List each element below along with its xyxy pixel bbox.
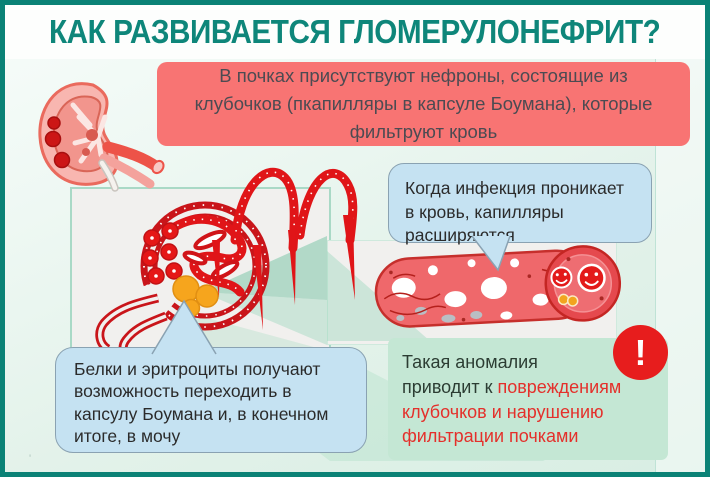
- speech-bubble-infection-text: Когда инфекция проникает в кровь, капилл…: [405, 178, 625, 246]
- warning-line1: Такая аномалия: [402, 352, 538, 372]
- capillary-panel: [327, 240, 617, 345]
- exclamation-icon: !: [613, 325, 668, 380]
- warning-highlight: повреждениям клубочков и нарушению фильт…: [402, 376, 622, 447]
- glomerulus-panel: [70, 187, 331, 350]
- intro-box: В почках присутствуют нефроны, состоящие…: [157, 62, 690, 146]
- page-title: КАК РАЗВИВАЕТСЯ ГЛОМЕРУЛОНЕФРИТ?: [49, 13, 661, 50]
- warning-lead: приводит к: [402, 376, 498, 397]
- intro-text: В почках присутствуют нефроны, состоящие…: [194, 65, 653, 142]
- exclamation-glyph: !: [634, 331, 647, 373]
- warning-line2: приводит к повреждениям клубочков и нару…: [402, 375, 654, 449]
- speech-bubble-proteins: Белки и эритроциты получают возможность …: [55, 347, 367, 453]
- stray-mark: ': [29, 453, 32, 465]
- speech-bubble-infection: Когда инфекция проникает в кровь, капилл…: [388, 163, 652, 246]
- kidney-icon: [38, 82, 165, 192]
- header-bar: КАК РАЗВИВАЕТСЯ ГЛОМЕРУЛОНЕФРИТ?: [5, 5, 705, 59]
- speech-bubble-proteins-text: Белки и эритроциты получают возможность …: [74, 359, 329, 447]
- warning-box: Такая аномалия приводит к повреждениям к…: [388, 338, 668, 460]
